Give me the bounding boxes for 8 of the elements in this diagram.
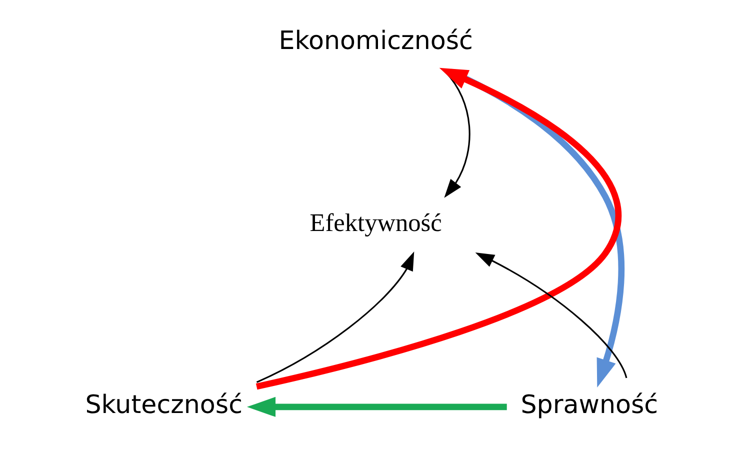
arrow — [256, 68, 622, 390]
arrow — [475, 252, 628, 378]
arrow — [256, 252, 414, 383]
node-text: Sprawność — [520, 390, 658, 419]
node-text: Ekonomiczność — [278, 26, 473, 56]
node-text: Skuteczność — [85, 390, 242, 419]
arrow — [246, 396, 507, 417]
node-text: Efektywność — [310, 209, 442, 238]
